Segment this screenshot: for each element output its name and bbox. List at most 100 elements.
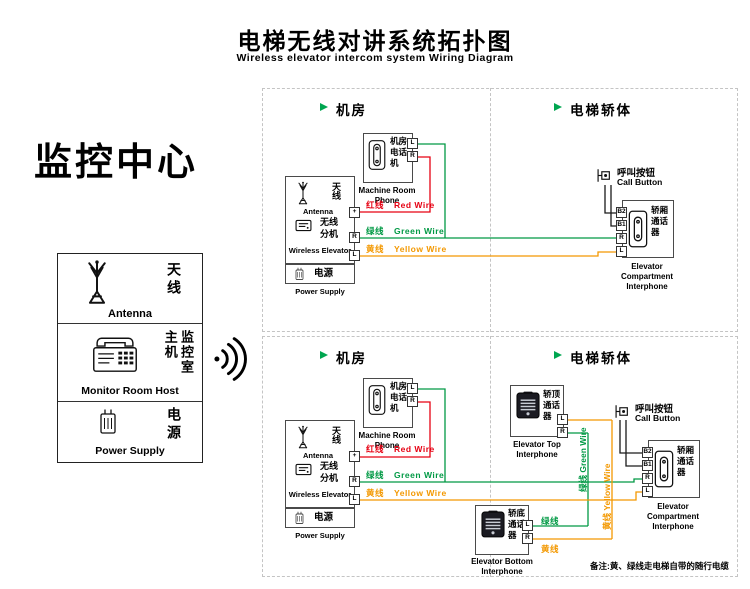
top-interphone-label-en: Elevator Top Interphone (513, 440, 561, 459)
wireless-unit-label-cn: 无线分机 (320, 461, 339, 483)
compartment-label-cn: 轿厢通话器 (651, 205, 669, 238)
yellow-wire-label-en: Yellow Wire (394, 244, 447, 254)
terminal-plus: + (349, 207, 360, 218)
speaker-interphone-icon (481, 510, 505, 538)
call-button-label-cn: 呼叫按钮 (617, 168, 656, 179)
terminal-B1: B1 (642, 460, 653, 471)
terminal-L: L (557, 414, 568, 425)
terminal-L: L (642, 486, 653, 497)
compartment-label-cn: 轿厢通话器 (677, 445, 695, 478)
page-title: 电梯无线对讲系统拓扑图 (237, 28, 513, 54)
handset-phone-icon (628, 208, 648, 250)
elevator-body-label: 电梯轿体 (570, 103, 632, 118)
red-wire-label-en: Red Wire (394, 444, 435, 454)
bottom-diagram-divider (490, 336, 491, 577)
footer-note: 备注:黄、绿线走电梯自带的随行电缆 (590, 561, 729, 571)
call-button-icon (596, 167, 611, 184)
terminal-B2: B2 (642, 447, 653, 458)
bottom-interphone-label-en: Elevator Bottom Interphone (471, 557, 533, 576)
call-button-label-cn: 呼叫按钮 (635, 404, 674, 415)
power-supply-icon (294, 511, 305, 525)
machine-room-label: 机房 (336, 103, 367, 118)
wireless-unit-label-en: Wireless Elevator (288, 490, 352, 499)
host-label-en: Monitor Room Host (81, 385, 179, 397)
terminal-L: L (349, 494, 360, 505)
green-wire-label-cn: 绿线 (366, 470, 385, 480)
bottom-interphone-label-cn: 轿底通话器 (508, 508, 526, 541)
terminal-L: L (407, 383, 418, 394)
wall-phone-icon (368, 139, 386, 171)
antenna-icon (294, 181, 312, 206)
monitor-center-box: 天线 Antenna 监控室主机 Monitor Room Host 电源 Po… (57, 253, 203, 463)
yellow-wire-vertical-label: 黄线 Yellow Wire (602, 463, 612, 530)
terminal-R: R (616, 233, 627, 244)
page-subtitle: Wireless elevator intercom system Wiring… (236, 52, 514, 64)
monitor-center-heading: 监控中心 (34, 142, 199, 184)
terminal-R: R (522, 533, 533, 544)
compartment-label-en: Elevator Compartment Interphone (646, 502, 699, 531)
machine-phone-label-cn: 机房电话机 (390, 136, 408, 169)
wireless-unit-label-en: Wireless Elevator (288, 246, 352, 255)
terminal-R: R (349, 232, 360, 243)
power-label-en: Power Supply (295, 287, 345, 296)
green-wire-label: 绿线 Green Wire (366, 469, 444, 481)
red-wire-label-cn: 红线 (366, 444, 385, 454)
antenna-label-en: Antenna (108, 308, 152, 320)
section-marker-icon (554, 103, 562, 111)
machine-room-label: 机房 (336, 351, 367, 366)
bottom-diagram-border (262, 336, 738, 577)
wireless-antenna-label-cn: 天线 (331, 426, 341, 444)
green-wire-vertical-label: 绿线 Green Wire (578, 427, 588, 492)
terminal-R: R (557, 427, 568, 438)
power-label-en: Power Supply (295, 531, 345, 540)
red-wire-label: 红线 Red Wire (366, 443, 435, 455)
radio-unit-icon (295, 219, 312, 232)
wireless-antenna-label-en: Antenna (303, 451, 333, 460)
section-marker-icon (554, 351, 562, 359)
green-wire-label-en: Green Wire (394, 470, 445, 480)
green-wire-label-cn: 绿线 (366, 226, 385, 236)
compartment-interphone-box (648, 440, 700, 498)
wireless-unit-label-cn: 无线分机 (320, 217, 339, 239)
yellow-wire-label-cn: 黄线 (366, 244, 385, 254)
yellow-wire-label-en: Yellow Wire (394, 488, 447, 498)
yellow-branch-label: 黄线 (541, 544, 560, 554)
terminal-B1: B1 (616, 220, 627, 231)
terminal-R: R (349, 476, 360, 487)
terminal-B2: B2 (616, 207, 627, 218)
wireless-signal-icon (212, 336, 248, 382)
section-marker-icon (320, 103, 328, 111)
terminal-L: L (407, 138, 418, 149)
wireless-antenna-label-cn: 天线 (331, 182, 341, 200)
wall-phone-icon (368, 384, 386, 416)
call-button-icon (614, 403, 629, 420)
host-label-cn: 监控室主机 (162, 330, 194, 375)
top-diagram-border (262, 88, 738, 332)
call-button-label-en: Call Button (617, 177, 663, 187)
compartment-label-en: Elevator Compartment Interphone (620, 262, 673, 291)
terminal-L: L (616, 246, 627, 257)
antenna-icon (80, 259, 114, 307)
yellow-wire-label: 黄线 Yellow Wire (366, 243, 447, 255)
elevator-body-label: 电梯轿体 (570, 351, 632, 366)
green-wire-label-en: Green Wire (394, 226, 445, 236)
terminal-L: L (522, 520, 533, 531)
radio-unit-icon (295, 463, 312, 476)
desk-phone-icon (88, 336, 142, 374)
power-supply-icon (294, 267, 305, 281)
top-interphone-label-cn: 轿顶通话器 (543, 389, 561, 422)
antenna-label-cn: 天线 (166, 262, 182, 298)
handset-phone-icon (654, 448, 674, 490)
power-label-cn: 电源 (314, 268, 334, 279)
monitor-power-row: 电源 Power Supply (58, 402, 202, 460)
call-button-label-en: Call Button (635, 413, 681, 423)
green-branch-label: 绿线 (541, 516, 560, 526)
yellow-wire-label-cn: 黄线 (366, 488, 385, 498)
antenna-icon (294, 425, 312, 450)
terminal-R: R (642, 473, 653, 484)
terminal-plus: + (349, 451, 360, 462)
wireless-antenna-label-en: Antenna (303, 207, 333, 216)
power-supply-icon (98, 408, 118, 436)
